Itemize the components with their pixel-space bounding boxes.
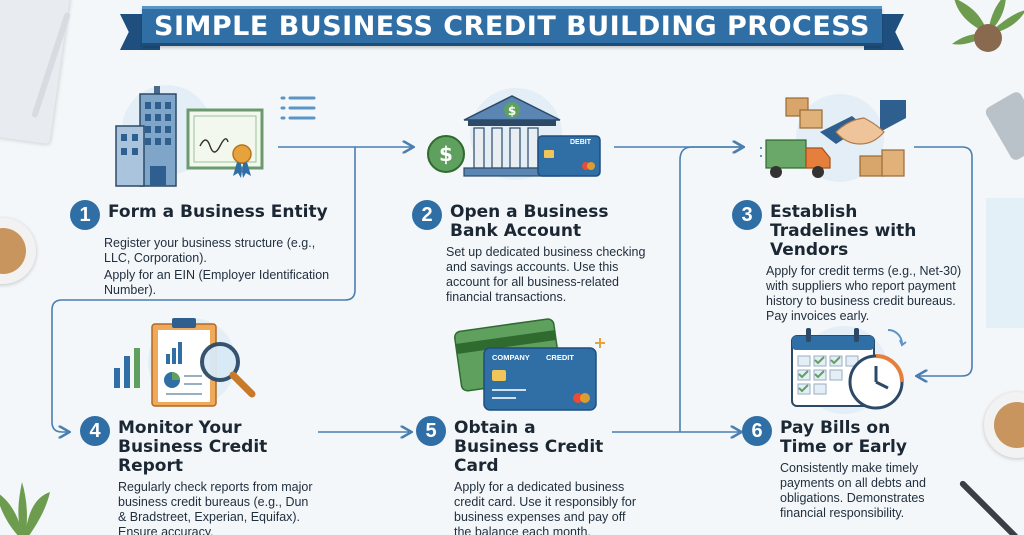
bank-dollar-card-icon: $ $ DEBIT — [420, 86, 610, 186]
list-lines-decoration — [280, 92, 320, 128]
banner-ribbon: SIMPLE BUSINESS CREDIT BUILDING PROCESS — [142, 6, 882, 46]
step-6-description: Consistently make timely payments on all… — [780, 461, 940, 521]
svg-text:$: $ — [439, 142, 453, 166]
page-title: SIMPLE BUSINESS CREDIT BUILDING PROCESS — [154, 10, 870, 42]
step-4-title: Monitor Your Business Credit Report — [118, 418, 268, 476]
step-3-description: Apply for credit terms (e.g., Net-30) wi… — [766, 264, 966, 324]
step-1-title: Form a Business Entity — [108, 202, 328, 222]
step-5-number: 5 — [416, 416, 446, 446]
step-4-desc-line-1: Regularly check reports from major busin… — [118, 480, 313, 535]
step-2-title: Open a Business Bank Account — [450, 202, 609, 241]
arrow-5-to-3 — [679, 147, 742, 432]
report-clipboard-magnifier-icon — [112, 314, 272, 414]
step-6-title: Pay Bills on Time or Early — [780, 418, 907, 457]
step-3: 3 Establish Tradelines with Vendors Appl… — [732, 200, 972, 326]
step-1-desc-line-1: Register your business structure (e.g., … — [104, 236, 316, 265]
debit-card-label: DEBIT — [570, 139, 591, 146]
calendar-clock-icon — [764, 322, 924, 418]
handshake-delivery-truck-icon — [752, 92, 920, 192]
svg-text:$: $ — [508, 104, 516, 118]
step-1-number: 1 — [70, 200, 100, 230]
step-2-desc-line-1: Set up dedicated business checking and s… — [446, 245, 646, 304]
step-6-desc-line-1: Consistently make timely payments on all… — [780, 461, 926, 520]
step-5-desc-line-1: Apply for a dedicated business credit ca… — [454, 480, 637, 535]
sticky-note-decoration — [986, 198, 1024, 328]
step-4-number: 4 — [80, 416, 110, 446]
step-1-description: Register your business structure (e.g., … — [104, 236, 340, 298]
card-label-credit: CREDIT — [546, 353, 574, 362]
step-5-title: Obtain a Business Credit Card — [454, 418, 604, 476]
step-1: 1 Form a Business Entity Register your b… — [70, 200, 340, 300]
office-building-certificate-icon — [92, 80, 282, 190]
step-5: 5 Obtain a Business Credit Card Apply fo… — [416, 416, 656, 535]
step-1-desc-line-2: Apply for an EIN (Employer Identificatio… — [104, 268, 330, 297]
step-5-description: Apply for a dedicated business credit ca… — [454, 480, 644, 535]
plant-top-right-icon — [948, 0, 1024, 64]
step-3-title: Establish Tradelines with Vendors — [770, 202, 917, 260]
step-4: 4 Monitor Your Business Credit Report Re… — [80, 416, 340, 535]
step-2-description: Set up dedicated business checking and s… — [446, 245, 646, 305]
title-banner: SIMPLE BUSINESS CREDIT BUILDING PROCESS — [120, 4, 904, 52]
coffee-cup-right-icon — [984, 392, 1024, 458]
step-3-number: 3 — [732, 200, 762, 230]
step-2-number: 2 — [412, 200, 442, 230]
step-6-number: 6 — [742, 416, 772, 446]
step-3-desc-line-1: Apply for credit terms (e.g., Net-30) wi… — [766, 264, 962, 323]
arrow-3-to-6 — [914, 146, 973, 376]
step-2: 2 Open a Business Bank Account Set up de… — [412, 200, 652, 307]
card-label-company: COMPANY — [492, 353, 530, 362]
plant-left-icon — [0, 452, 54, 535]
step-4-description: Regularly check reports from major busin… — [118, 480, 318, 535]
step-6: 6 Pay Bills on Time or Early Consistentl… — [742, 416, 962, 523]
credit-cards-icon: COMPANY CREDIT — [430, 318, 610, 414]
arrow-1-to-4 — [51, 147, 356, 432]
